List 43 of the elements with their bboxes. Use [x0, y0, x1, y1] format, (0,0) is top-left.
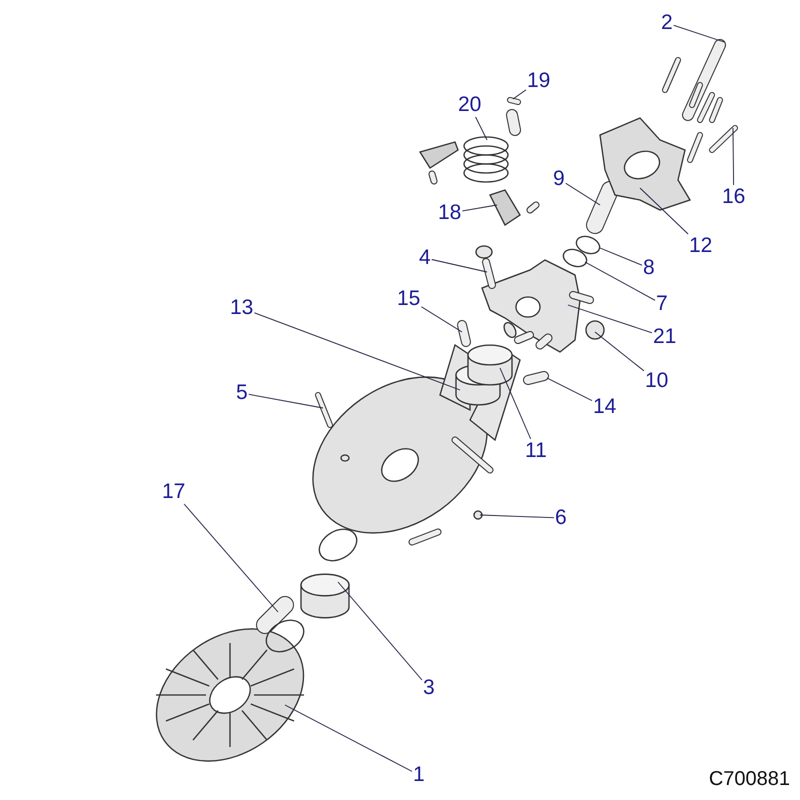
- callout-number: 12: [689, 235, 712, 257]
- leader-line: [673, 24, 724, 42]
- callout-number: 19: [527, 70, 550, 92]
- leader-line: [594, 332, 644, 372]
- callout-number: 3: [423, 677, 435, 699]
- leader-line: [284, 704, 412, 772]
- callout-number: 18: [438, 202, 462, 224]
- callout-number: 15: [397, 288, 420, 310]
- leader-line: [431, 259, 488, 272]
- callout-number: 2: [661, 12, 673, 34]
- leader-line: [500, 368, 532, 440]
- leader-line: [420, 306, 462, 332]
- leader-line: [338, 582, 422, 680]
- leader-line: [462, 204, 498, 212]
- callout-number: 1: [413, 764, 425, 786]
- callout-number: 4: [419, 247, 431, 269]
- leader-line: [475, 116, 488, 140]
- drawing-number: C700881: [708, 768, 790, 791]
- callout-number: 8: [643, 257, 655, 279]
- callout-number: 20: [458, 94, 482, 116]
- callout-number: 14: [593, 396, 616, 418]
- leader-line: [565, 182, 600, 206]
- leader-line: [600, 248, 642, 266]
- leader-line: [732, 128, 734, 186]
- leader-line: [546, 378, 592, 402]
- leader-line: [640, 188, 689, 234]
- leader-line: [254, 312, 460, 390]
- leader-line: [184, 504, 278, 612]
- callout-number: 6: [555, 507, 567, 529]
- callout-number: 7: [656, 293, 668, 315]
- leader-line: [568, 304, 652, 334]
- leader-line: [584, 262, 656, 301]
- leader-line: [248, 394, 324, 408]
- leader-line: [512, 89, 526, 100]
- callout-number: 10: [645, 370, 668, 392]
- callout-number: 13: [230, 297, 254, 319]
- callout-number: 17: [162, 481, 186, 503]
- leader-line: [480, 514, 554, 518]
- callout-number: 11: [525, 440, 547, 462]
- callout-number: 5: [236, 382, 248, 404]
- callout-number: 16: [722, 186, 746, 208]
- callout-number: 21: [653, 326, 676, 348]
- callout-number: 9: [553, 168, 565, 190]
